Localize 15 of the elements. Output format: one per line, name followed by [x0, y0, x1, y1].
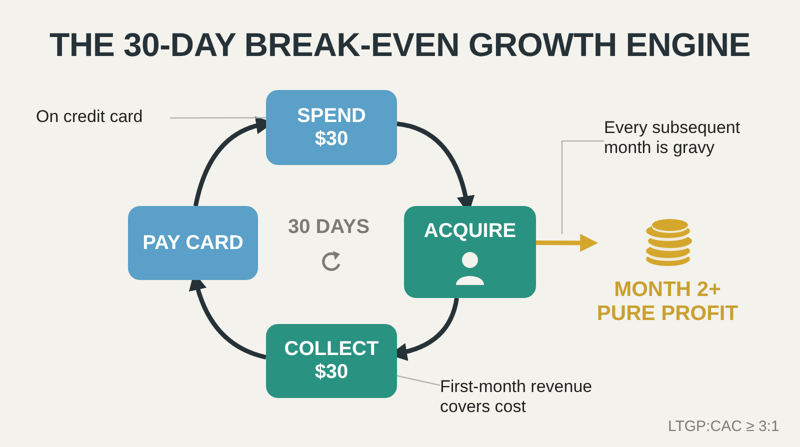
- process-box: PAY CARD: [128, 206, 258, 280]
- ratio-note: LTGP:CAC ≥ 3:1: [668, 418, 780, 435]
- leader-line: [170, 117, 266, 119]
- leader-line: [561, 140, 604, 234]
- annotation-text: Every subsequent month is gravy: [604, 118, 769, 159]
- process-box: COLLECT $30: [266, 324, 397, 398]
- title: THE 30-DAY BREAK-EVEN GROWTH ENGINE: [48, 26, 752, 64]
- process-box: SPEND $30: [266, 90, 397, 165]
- profit-label: MONTH 2+ PURE PROFIT: [596, 278, 740, 326]
- process-box: ACQUIRE: [404, 206, 536, 298]
- cycle-label: 30 DAYS: [288, 216, 370, 239]
- leader-line: [396, 375, 440, 386]
- annotation-text: First-month revenue covers cost: [440, 377, 640, 418]
- annotation-text: On credit card: [36, 107, 170, 128]
- arrow: [536, 234, 598, 252]
